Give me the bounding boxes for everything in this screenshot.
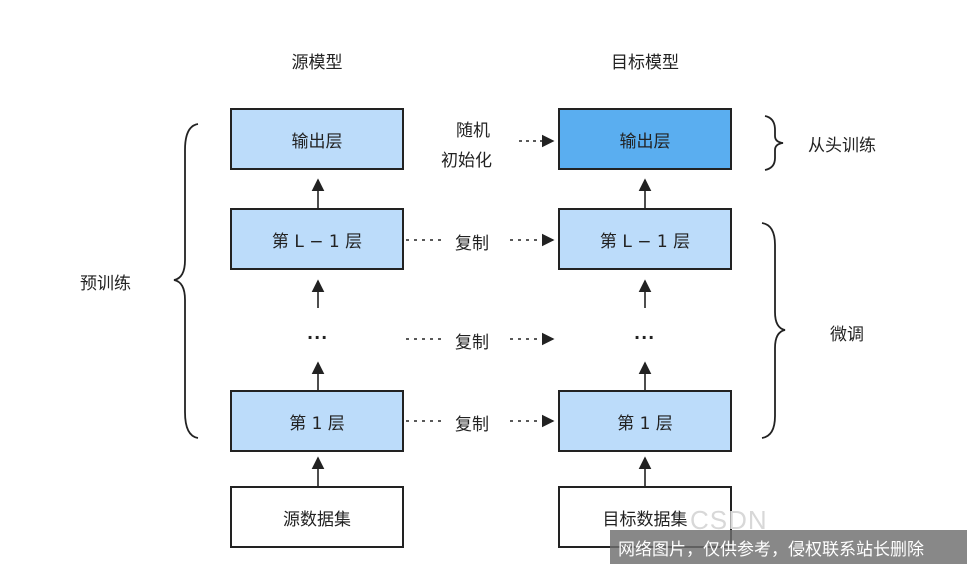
image-watermark-banner: 网络图片，仅供参考，侵权联系站长删除 (610, 530, 967, 564)
pretrain-brace (173, 123, 199, 439)
from-scratch-brace (764, 115, 784, 171)
from-scratch-label: 从头训练 (808, 136, 876, 156)
random-init-label-line2: 初始化 (441, 151, 492, 171)
copy-label-dots: 复制 (455, 333, 489, 353)
finetune-brace (761, 222, 786, 439)
target-model-title: 目标模型 (611, 53, 679, 73)
copy-label-layer1: 复制 (455, 415, 489, 435)
finetune-label: 微调 (830, 325, 864, 345)
target-layer-l-minus-1: 第 L − 1 层 (558, 208, 732, 270)
source-layer-l-minus-1: 第 L − 1 层 (230, 208, 404, 270)
random-init-label-line1: 随机 (456, 121, 490, 141)
target-layer-1: 第 1 层 (558, 390, 732, 452)
source-output-layer: 输出层 (230, 108, 404, 170)
source-model-title: 源模型 (291, 53, 343, 73)
source-layer-1: 第 1 层 (230, 390, 404, 452)
target-ellipsis: ··· (634, 328, 656, 347)
target-output-layer: 输出层 (558, 108, 732, 170)
source-dataset: 源数据集 (230, 486, 404, 548)
pretrain-label: 预训练 (80, 274, 131, 294)
copy-label-lminus1: 复制 (455, 234, 489, 254)
source-ellipsis: ··· (307, 328, 329, 347)
